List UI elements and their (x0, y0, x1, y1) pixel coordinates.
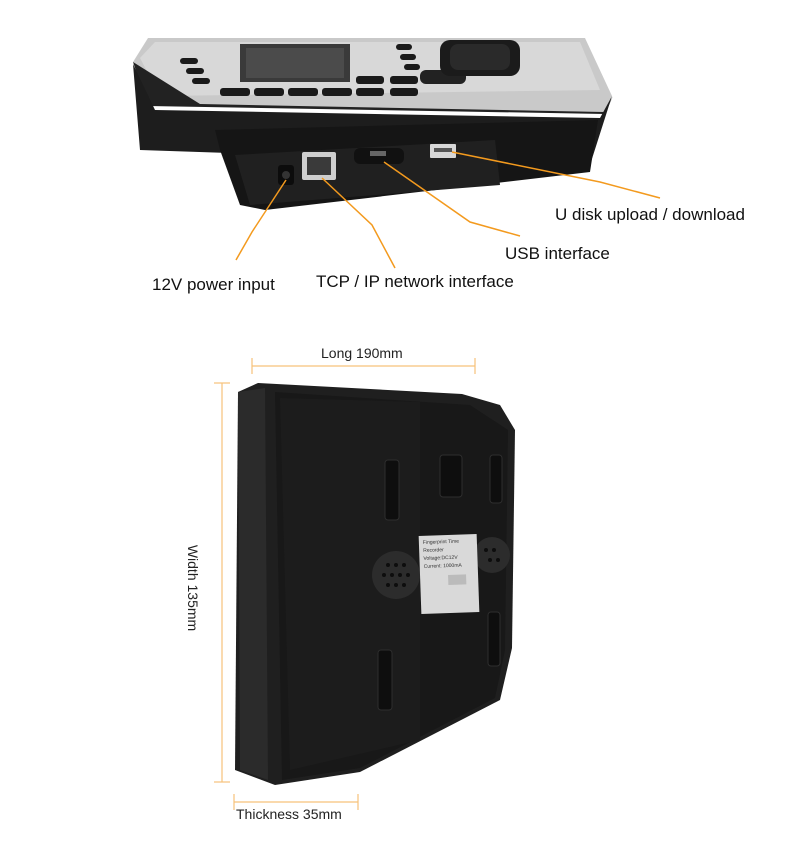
device-rating-label-text: Fingerprint Time Recorder Voltage:DC12V … (423, 537, 477, 611)
long-dimension-label: Long 190mm (321, 345, 403, 361)
tcp-ip-callout-label: TCP / IP network interface (316, 272, 514, 291)
power-callout-line (235, 179, 287, 261)
device-label-title: Fingerprint Time Recorder (422, 538, 460, 554)
device-back-photo (235, 383, 515, 785)
u-disk-callout-label: U disk upload / download (555, 205, 745, 224)
tcp-callout-line (321, 177, 396, 269)
usb-callout-label: USB interface (505, 244, 610, 263)
device-rating-label (418, 534, 480, 614)
width-dimension-label: Width 135mm (185, 544, 202, 632)
callout-lines (235, 151, 661, 269)
u-disk-callout-line (451, 151, 661, 199)
usb-callout-line (383, 161, 521, 237)
dimension-lines (214, 358, 476, 810)
thickness-dimension-label: Thickness 35mm (236, 806, 342, 822)
power-callout-label: 12V power input (152, 275, 275, 294)
device-label-current: Current: 1000mA (423, 562, 462, 570)
